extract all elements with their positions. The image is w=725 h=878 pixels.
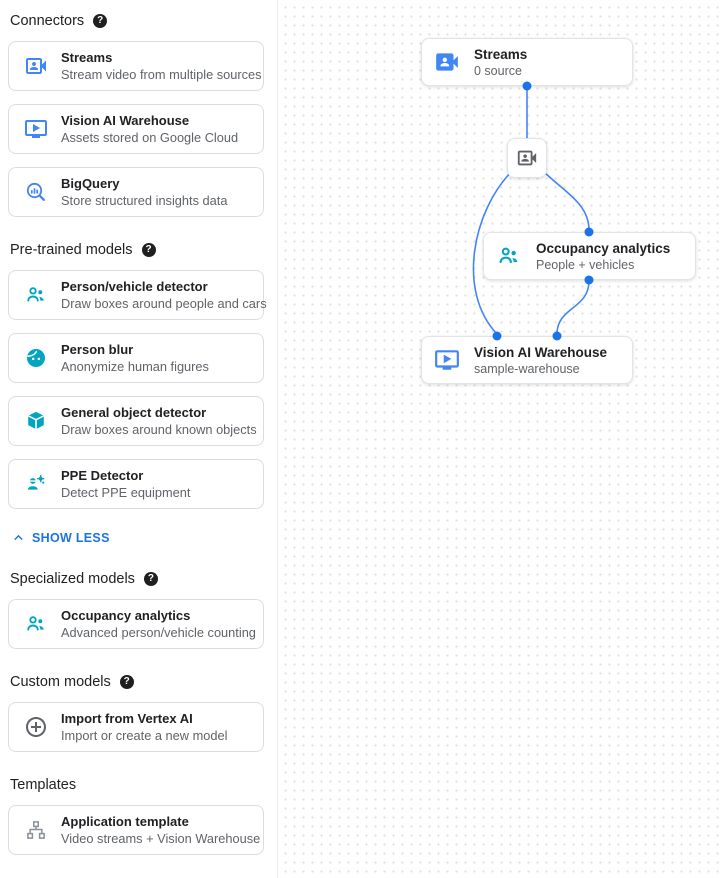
palette-item-subtitle: Assets stored on Google Cloud [61,130,239,145]
edge-camera-to-occupancy [541,169,590,231]
monitor-play-icon [24,117,48,141]
help-icon[interactable] [93,14,108,28]
palette-item-subtitle: Anonymize human figures [61,359,209,374]
edge-occupancy-to-warehouse [556,280,590,335]
palette-item-title: Vision AI Warehouse [61,113,190,128]
help-icon[interactable] [141,243,156,257]
section-title: Connectors [10,13,85,29]
node-title: Occupancy analytics [536,240,671,256]
palette-item-import-from-vertex-ai[interactable]: Import from Vertex AI Import or create a… [8,702,264,752]
port-layer [492,81,594,341]
palette-item-ppe-detector[interactable]: PPE Detector Detect PPE equipment [8,459,264,509]
palette-item-title: Streams [61,50,113,65]
bigquery-search-icon [24,180,48,204]
section-title: Templates [10,777,77,793]
people-icon [496,243,522,269]
palette-item-bigquery[interactable]: BigQuery Store structured insights data [8,167,264,217]
node-camera[interactable] [507,138,547,178]
palette-item-streams[interactable]: Streams Stream video from multiple sourc… [8,41,264,91]
show-less-label: SHOW LESS [32,530,110,545]
node-streams[interactable]: Streams 0 source [421,38,633,86]
palette-item-subtitle: Video streams + Vision Warehouse [61,831,261,846]
video-camera-icon [514,145,540,171]
palette-item-title: General object detector [61,405,207,420]
palette-item-subtitle: Stream video from multiple sources [61,67,262,82]
section-title: Custom models [10,674,111,690]
people-icon [24,283,48,307]
node-title: Streams [474,46,528,62]
palette-item-subtitle: Detect PPE equipment [61,485,191,500]
port-occupancy-in[interactable] [584,227,594,237]
chevron-up-icon [10,529,27,546]
palette-item-application-template[interactable]: Application template Video streams + Vis… [8,805,264,855]
node-subtitle: 0 source [474,63,522,78]
section-header-specialized-models: Specialized models [10,571,267,587]
people-icon [24,612,48,636]
palette-item-title: Person blur [61,342,134,357]
palette-item-occupancy-analytics[interactable]: Occupancy analytics Advanced person/vehi… [8,599,264,649]
palette-item-subtitle: Advanced person/vehicle counting [61,625,256,640]
palette-item-title: Application template [61,814,189,829]
palette-item-title: Occupancy analytics [61,608,191,623]
palette-item-title: BigQuery [61,176,120,191]
node-subtitle: sample-warehouse [474,361,580,376]
video-camera-icon [434,49,460,75]
section-title: Specialized models [10,571,135,587]
video-camera-icon [24,54,48,78]
component-palette-sidebar: Connectors Streams Stream video from mul… [0,0,278,878]
palette-item-subtitle: Store structured insights data [61,193,228,208]
add-circle-icon [24,715,48,739]
node-occupancy-analytics[interactable]: Occupancy analytics People + vehicles [483,232,696,280]
port-streams-out[interactable] [522,81,532,91]
face-icon [24,346,48,370]
section-header-custom-models: Custom models [10,674,267,690]
palette-item-vision-ai-warehouse[interactable]: Vision AI Warehouse Assets stored on Goo… [8,104,264,154]
ppe-person-icon [24,472,48,496]
palette-item-title: Person/vehicle detector [61,279,208,294]
edge-layer [472,86,590,335]
palette-item-person-vehicle-detector[interactable]: Person/vehicle detector Draw boxes aroun… [8,270,267,320]
node-title: Vision AI Warehouse [474,344,608,360]
palette-item-subtitle: Draw boxes around people and cars [61,296,267,311]
graph-canvas[interactable]: Streams 0 source Occupancy analytics Peo… [278,0,725,878]
cube-icon [24,409,48,433]
section-title: Pre-trained models [10,242,133,258]
palette-item-subtitle: Draw boxes around known objects [61,422,257,437]
port-warehouse-in-right[interactable] [552,331,562,341]
port-occupancy-out[interactable] [584,275,594,285]
show-less-link[interactable]: SHOW LESS [10,529,267,546]
port-warehouse-in-left[interactable] [492,331,502,341]
palette-item-general-object-detector[interactable]: General object detector Draw boxes aroun… [8,396,264,446]
section-header-connectors: Connectors [10,13,267,29]
node-subtitle: People + vehicles [536,257,635,272]
app-tree-icon [24,818,48,842]
palette-item-subtitle: Import or create a new model [61,728,228,743]
node-vision-ai-warehouse[interactable]: Vision AI Warehouse sample-warehouse [421,336,633,384]
palette-item-title: PPE Detector [61,468,144,483]
palette-item-person-blur[interactable]: Person blur Anonymize human figures [8,333,264,383]
monitor-play-icon [434,347,460,373]
palette-item-title: Import from Vertex AI [61,711,193,726]
section-header-templates: Templates [10,777,267,793]
section-header-pretrained-models: Pre-trained models [10,242,267,258]
help-icon[interactable] [143,572,158,586]
help-icon[interactable] [119,675,134,689]
